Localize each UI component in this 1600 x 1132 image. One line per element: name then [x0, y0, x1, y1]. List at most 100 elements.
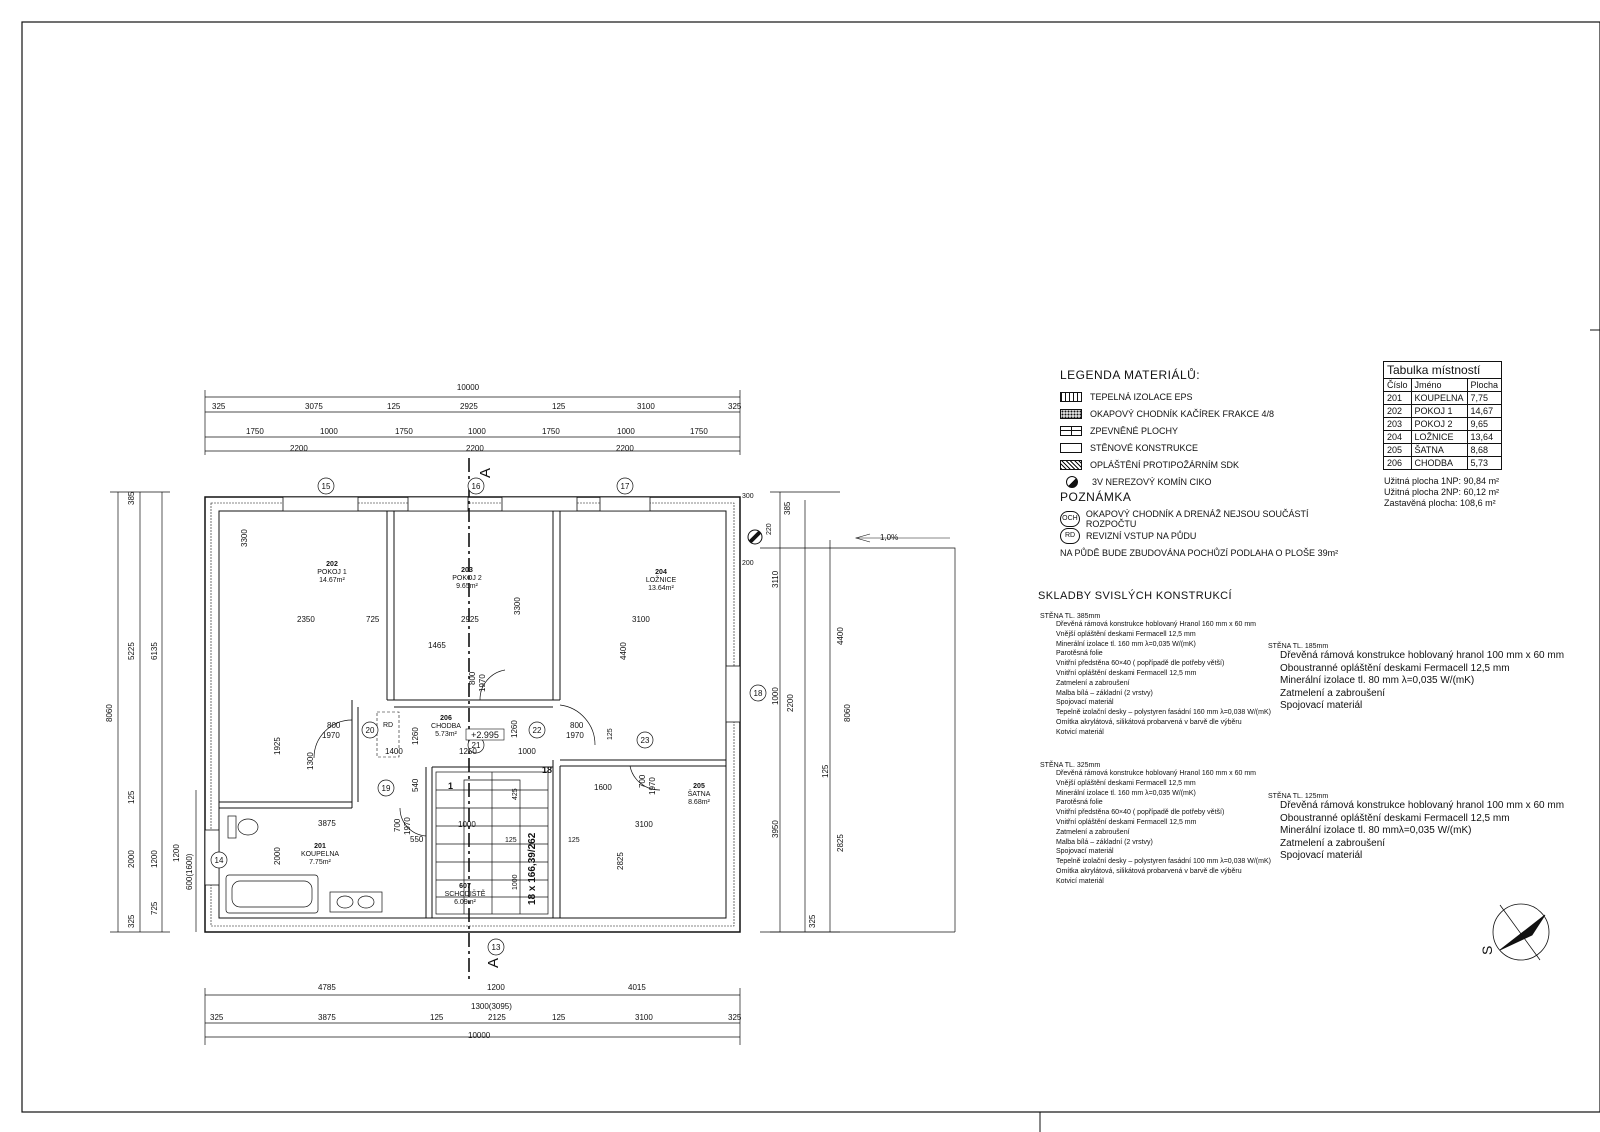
- wall-line: Zatmelení a zabroušení: [1056, 679, 1130, 687]
- axis-label-18: 18: [754, 689, 763, 698]
- cell: 9,65: [1466, 417, 1503, 431]
- paved-swatch-icon: [1060, 425, 1082, 436]
- stair-start: 1: [448, 781, 453, 791]
- cell: 201: [1383, 391, 1412, 405]
- wall-385: STĚNA TL. 385mm Dřevěná rámová konstrukc…: [1040, 613, 1280, 738]
- dim-top-r2-1: 1000: [320, 427, 338, 436]
- dim-int-1: 2350: [297, 615, 315, 624]
- wall-line: Dřevěná rámová konstrukce hoblovaný Hran…: [1056, 621, 1256, 628]
- area-summary: Užitná plocha 1NP: 90,84 m² Užitná ploch…: [1384, 476, 1499, 509]
- axis-label-23: 23: [641, 736, 650, 745]
- wall-line: Oboustranné opláštění deskami Fermacell …: [1280, 812, 1510, 824]
- axis-label-16: 16: [472, 482, 481, 491]
- dim-top-r3-0: 2200: [290, 444, 308, 453]
- dim-bot-r2-0: 325: [210, 1013, 224, 1022]
- dim-bot-mid: 1300(3095): [471, 1002, 512, 1011]
- dimension-lines: [110, 390, 840, 1045]
- door-w-4: 700: [393, 818, 402, 832]
- gravel-swatch-icon: [1060, 408, 1082, 419]
- dim-top-r2-5: 1000: [617, 427, 635, 436]
- door-w-3: 700: [638, 774, 647, 788]
- eps-swatch-icon: [1060, 391, 1082, 402]
- cell: POKOJ 1: [1410, 404, 1468, 418]
- plan-text: 10000 325 3075 125 2925 125 3100 325 175…: [105, 383, 1495, 1040]
- dim-left-r1-4: 325: [127, 914, 136, 928]
- cell: 14,67: [1466, 404, 1503, 418]
- legend-item-sdk: OPLÁŠTĚNÍ PROTIPOŽÁRNÍM SDK: [1060, 456, 1360, 473]
- cell: 203: [1383, 417, 1412, 431]
- dim-right-r1-1: 3110: [771, 570, 780, 588]
- sdk-swatch-icon: [1060, 459, 1082, 470]
- dim-int-23: 3100: [635, 820, 653, 829]
- col-header: Číslo: [1383, 378, 1412, 392]
- legend-item-gravel: OKAPOVÝ CHODNÍK KAČÍREK FRAKCE 4/8: [1060, 405, 1360, 422]
- dim-bot-r2-4: 125: [552, 1013, 566, 1022]
- dim-right-r1-2: 1000: [771, 687, 780, 705]
- wall-line: Vnitřní opláštění deskami Fermacell 12,5…: [1056, 818, 1197, 826]
- dim-bot-r2-2: 125: [430, 1013, 444, 1022]
- wall-swatch-icon: [1060, 442, 1082, 453]
- legend-title: LEGENDA MATERIÁLŮ:: [1060, 368, 1201, 382]
- room-205-area: 8.68m²: [688, 799, 710, 806]
- rd-label: RD: [383, 722, 393, 729]
- dim-left-r2-0: 6135: [150, 642, 159, 660]
- room-203-num: 203: [461, 567, 473, 574]
- door-h-2: 1970: [566, 731, 584, 740]
- dim-int-26: 425: [512, 788, 519, 800]
- dim-int-5: 3300: [513, 597, 522, 615]
- axis-label-19: 19: [382, 784, 391, 793]
- dim-bot-r2-3: 2125: [488, 1013, 506, 1022]
- dim-int-8: 1925: [273, 737, 282, 755]
- wall-line: Tepelně izolační desky – polystyren fasá…: [1056, 709, 1271, 717]
- cell: 206: [1383, 456, 1412, 470]
- staircase: [435, 771, 549, 915]
- col-header: Plocha: [1466, 378, 1503, 392]
- axis-label-14: 14: [215, 856, 224, 865]
- dim-top-total: 10000: [457, 383, 480, 392]
- dim-bot-total: 10000: [468, 1031, 491, 1040]
- dim-top-r1-3: 2925: [460, 402, 478, 411]
- dim-int-4: 3100: [632, 615, 650, 624]
- dim-int-21: 125: [505, 837, 517, 844]
- interior-walls: [219, 511, 726, 918]
- room-201-area: 7.75m²: [309, 859, 331, 866]
- wall-line: Zatmelení a zabroušení: [1280, 837, 1386, 849]
- cell: 8,68: [1466, 443, 1503, 457]
- dim-right-total: 8060: [843, 704, 852, 722]
- dim-top-r1-5: 3100: [637, 402, 655, 411]
- wall-line: Oboustranné opláštění deskami Fermacell …: [1280, 662, 1510, 674]
- eave-outline: [760, 547, 956, 933]
- dim-top-r2-4: 1750: [542, 427, 560, 436]
- area-built: Zastavěná plocha: 108,6 m²: [1384, 498, 1496, 508]
- wall-compositions: SKLADBY SVISLÝCH KONSTRUKCÍ: [1038, 590, 1558, 608]
- room-205-num: 205: [693, 783, 705, 790]
- note-title: POZNÁMKA: [1060, 490, 1132, 504]
- dim-int-20: 540: [411, 778, 420, 792]
- wall-line: Zatmelení a zabroušení: [1280, 687, 1386, 699]
- north-arrow-icon: [1492, 903, 1550, 961]
- dim-right-r2-2: 3950: [771, 820, 780, 838]
- room-204-num: 204: [655, 569, 667, 576]
- wall-line: Dřevěná rámová konstrukce hoblovaný hran…: [1280, 800, 1565, 811]
- room-202-area: 14.67m²: [319, 577, 345, 584]
- note-text: OKAPOVÝ CHODNÍK A DRENÁŽ NEJSOU SOUČÁSTÍ…: [1085, 508, 1309, 529]
- dim-bot-r2-1: 3875: [318, 1013, 336, 1022]
- wall-line: Omítka akrylátová, silikátová probarvená…: [1056, 867, 1242, 875]
- dim-right-r1-0: 385: [783, 501, 792, 515]
- materials-legend: LEGENDA MATERIÁLŮ: TEPELNÁ IZOLACE EPS O…: [1060, 368, 1360, 561]
- cell: LOŽNICE: [1410, 430, 1468, 444]
- dim-left-r1-1: 5225: [127, 642, 136, 660]
- dim-bot-r2-6: 325: [728, 1013, 742, 1022]
- wall-325: STĚNA TL. 325mm Dřevěná rámová konstrukc…: [1040, 762, 1280, 887]
- table-header: Číslo Jméno Plocha: [1383, 378, 1503, 392]
- dim-int-12: 1000: [518, 747, 536, 756]
- dim-int-15: 1600: [594, 783, 612, 792]
- room-201-num: 201: [314, 843, 326, 850]
- wall-line: Malba bílá – základní (2 vrstvy): [1056, 838, 1153, 846]
- rd-badge: RD: [1060, 527, 1080, 544]
- stair-end: 18: [542, 765, 552, 775]
- dim-left-r1-2: 125: [127, 790, 136, 804]
- dim-int-27: 1000: [512, 874, 519, 890]
